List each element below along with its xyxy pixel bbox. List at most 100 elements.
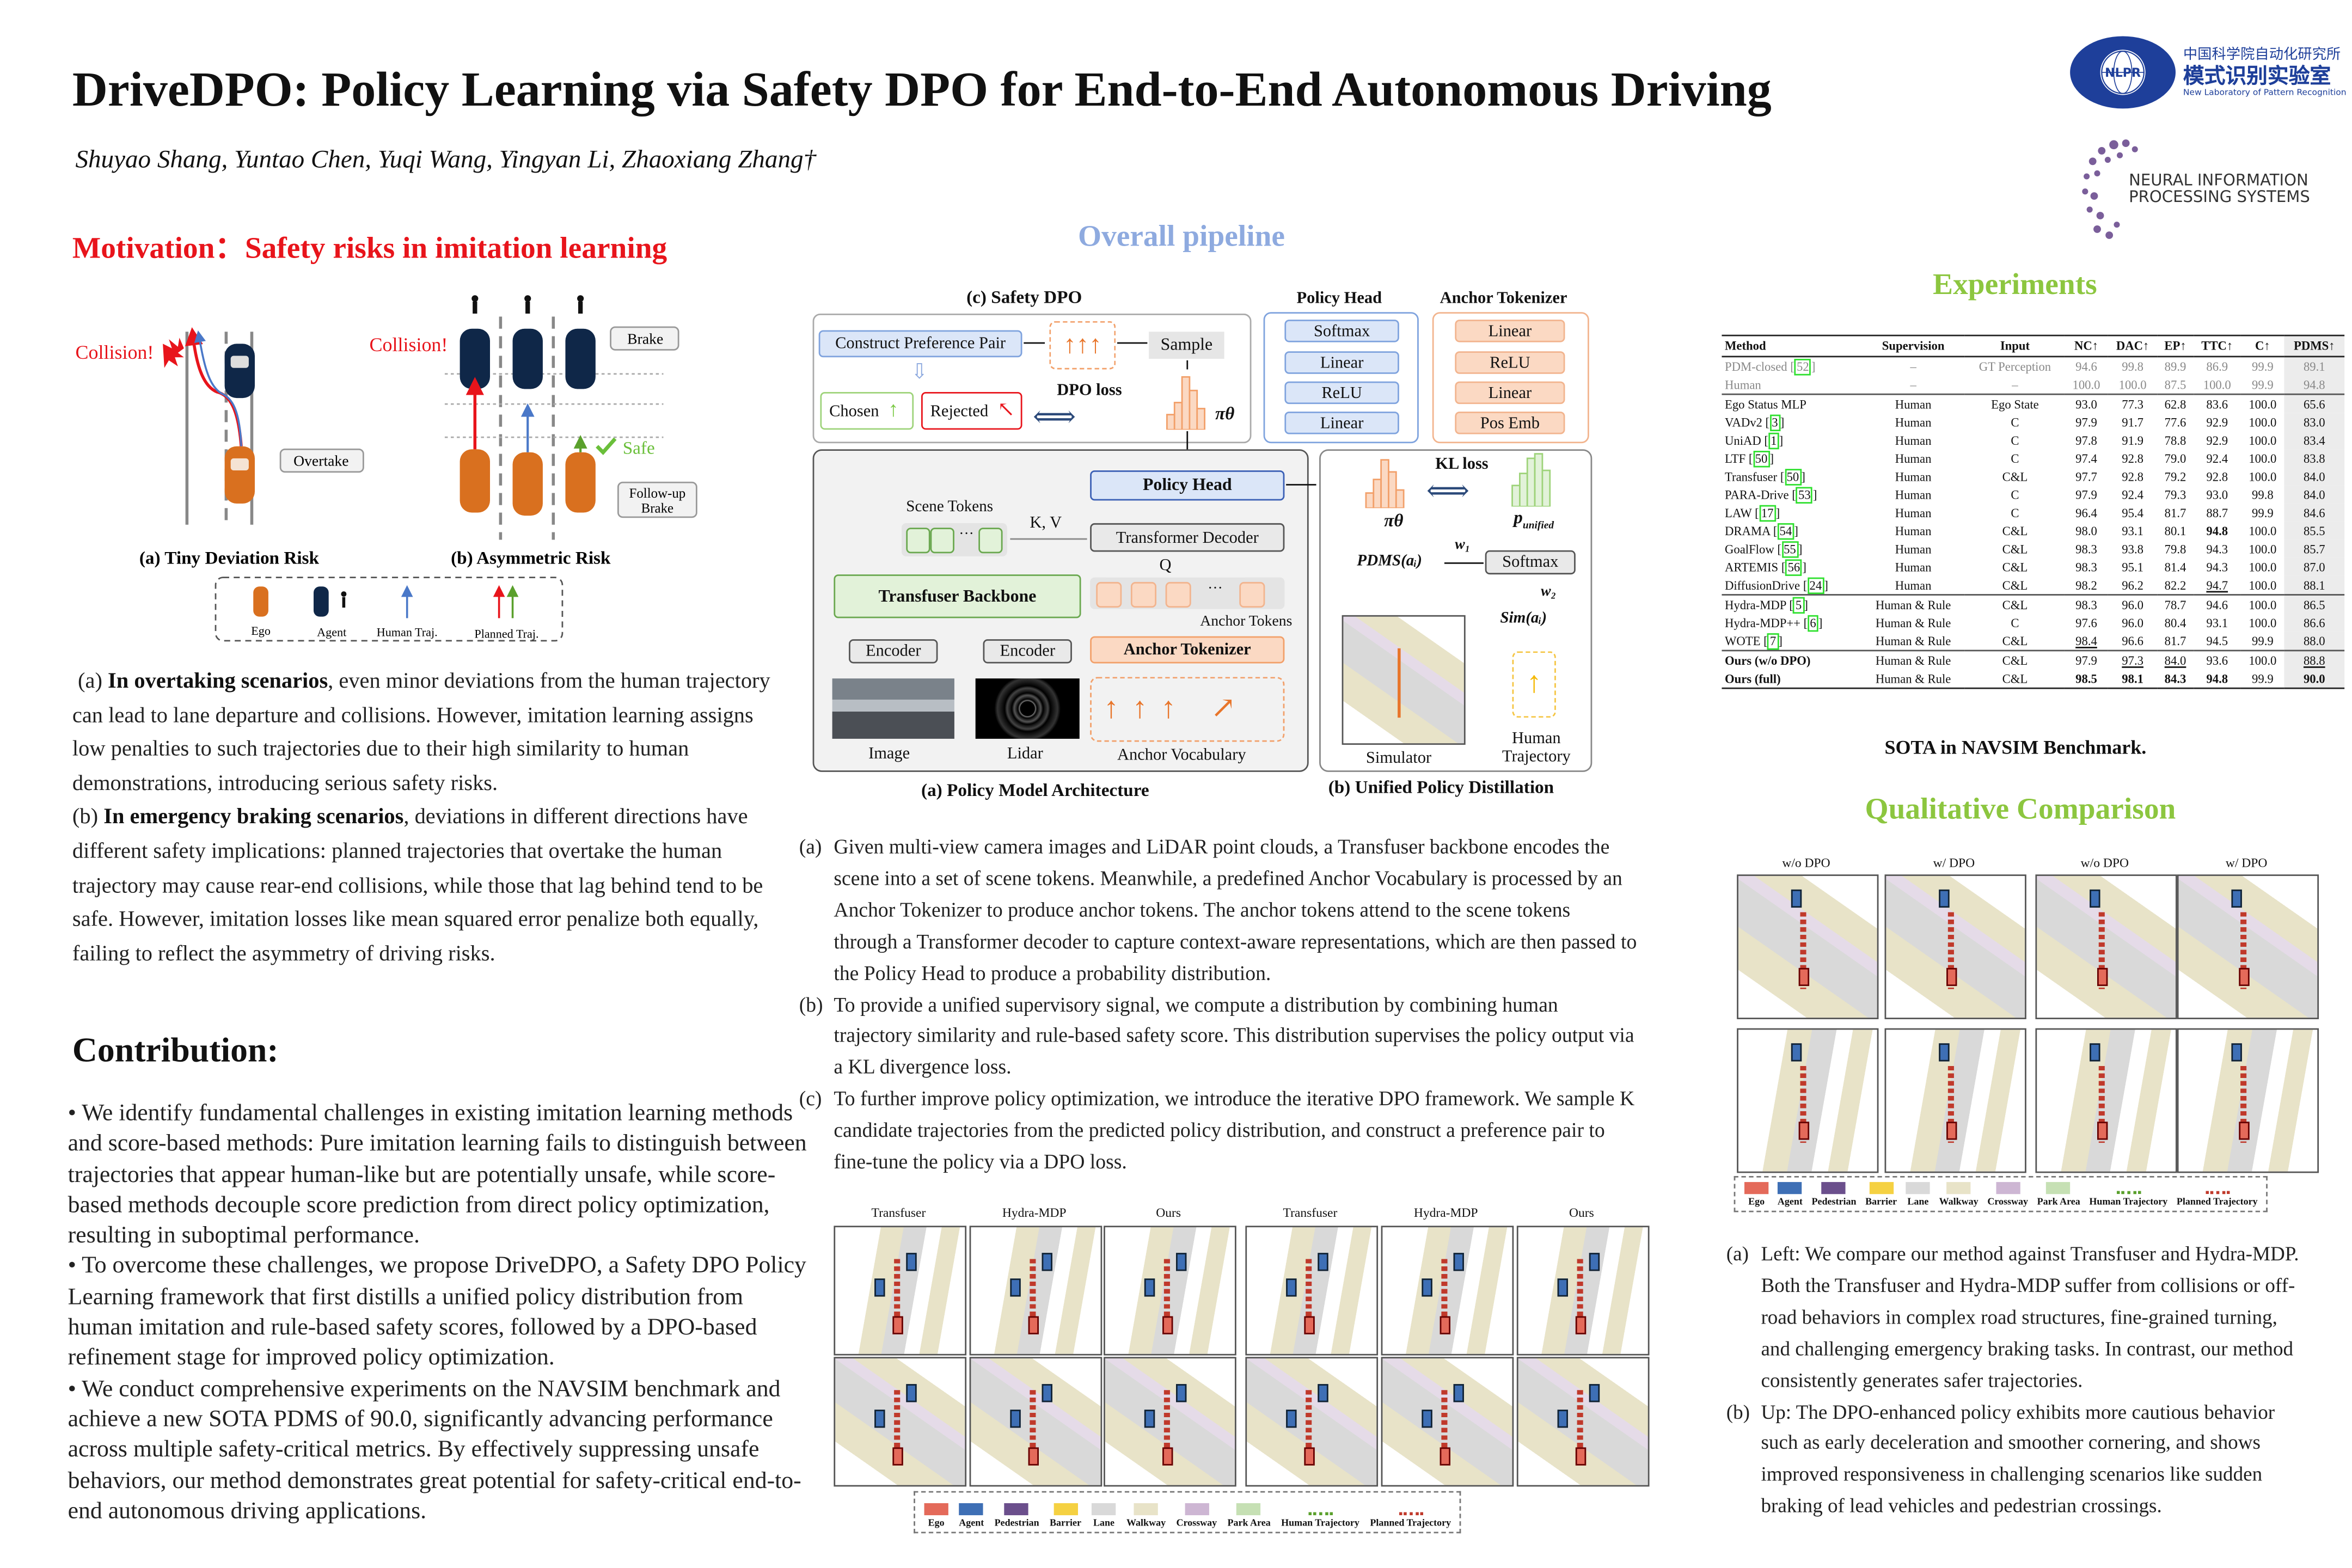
metric-cell: 97.9 — [2075, 487, 2097, 501]
caption-policy-model: (a) Policy Model Architecture — [921, 779, 1149, 801]
citation-link[interactable]: 55 — [1781, 540, 1798, 558]
metric-cell: 81.7 — [2164, 506, 2186, 519]
metric-cell: 79.0 — [2164, 451, 2186, 465]
citation-link[interactable]: 17 — [1759, 504, 1776, 521]
citation-link[interactable]: 50 — [1753, 450, 1770, 467]
citation-link[interactable]: 7 — [1767, 632, 1779, 650]
supervision-cell: Human — [1895, 415, 1932, 429]
bev-scene-image — [1884, 874, 2026, 1019]
qual-desc-item: (b)Up: The DPO-enhanced policy exhibits … — [1726, 1397, 2311, 1523]
metric-cell: 100.0 — [2249, 524, 2277, 538]
nlpr-logo: NLPR 中国科学院自动化研究所 模式识别实验室 New Laboratory … — [2068, 33, 2347, 112]
method-name: DiffusionDrive — [1724, 578, 1800, 592]
collision-label-a: Collision! — [75, 341, 154, 363]
legend-human-traj: Human Traj. — [377, 626, 438, 639]
citation-link[interactable]: 52 — [1794, 358, 1811, 375]
neurips-line2: PROCESSING SYSTEMS — [2129, 188, 2310, 207]
w2-label: w₂ — [1541, 583, 1557, 601]
metric-cell: 98.2 — [2075, 578, 2097, 592]
double-arrow-icon: ⟺ — [1032, 401, 1076, 434]
legend-item: Ego — [924, 1503, 948, 1529]
neurips-dots-icon — [2082, 139, 2138, 239]
metric-cell: 91.9 — [2122, 433, 2143, 448]
legend-swatch — [1822, 1182, 1846, 1195]
metric-cell: 96.0 — [2108, 594, 2158, 614]
poster-title: DriveDPO: Policy Learning via Safety DPO… — [72, 63, 1772, 118]
metric-cell: 80.1 — [2164, 524, 2186, 538]
metric-cell: 99.9 — [2252, 359, 2274, 373]
agent-cars — [460, 328, 596, 389]
anchor-tokenizer-layer: Pos Emb — [1455, 411, 1565, 434]
metric-cell: 83.6 — [2193, 393, 2241, 413]
method-name: Hydra-MDP++ — [1724, 616, 1800, 630]
metric-cell: 92.8 — [2122, 451, 2143, 465]
metric-cell: 100.0 — [2203, 377, 2231, 391]
anchor-vocabulary-label: Anchor Vocabulary — [1117, 746, 1246, 764]
metric-cell: 62.8 — [2157, 393, 2194, 413]
neurips-text: NEURAL INFORMATION PROCESSING SYSTEMS — [2129, 173, 2310, 206]
kl-loss-label: KL loss — [1435, 455, 1489, 474]
legend-label: Agent — [959, 1518, 984, 1529]
bev-scene-image — [2177, 874, 2319, 1019]
distillation-panel — [1319, 449, 1592, 772]
citation-link[interactable]: 3 — [1769, 414, 1780, 431]
citation-link[interactable]: 24 — [1807, 577, 1824, 593]
citation-link[interactable]: 6 — [1808, 614, 1818, 631]
column-header: Input — [1965, 334, 2065, 358]
citation-link[interactable]: 54 — [1777, 522, 1794, 539]
arrow-line — [1010, 538, 1087, 540]
legend-item: Agent — [1778, 1182, 1803, 1208]
citation-link[interactable]: 1 — [1768, 432, 1779, 449]
policy-head-layer: Linear — [1284, 411, 1399, 434]
desc-label: (c) — [799, 1087, 822, 1110]
method-name: LAW — [1724, 506, 1752, 519]
legend-item: Walkway — [1126, 1503, 1166, 1529]
legend-agent: Agent — [317, 626, 347, 639]
supervision-cell: Human — [1895, 524, 1932, 538]
legend-swatch — [2205, 1185, 2230, 1195]
method-cell: PARA-Drive [53] — [1722, 486, 1861, 504]
legend-item: Agent — [959, 1503, 984, 1529]
lidar-encoder-box: Encoder — [983, 639, 1072, 664]
supervision-cell: Human — [1895, 542, 1932, 556]
metric-cell: 86.5 — [2284, 594, 2345, 614]
citation-link[interactable]: 50 — [1784, 468, 1802, 485]
citation-link[interactable]: 53 — [1796, 486, 1813, 503]
metric-cell: 78.8 — [2164, 433, 2186, 448]
para-a-bold: In overtaking scenarios — [108, 669, 328, 694]
supervision-cell: Human — [1895, 487, 1932, 501]
nlpr-cn-line2: 模式识别实验室 — [2183, 65, 2331, 89]
input-cell: Ego State — [1965, 393, 2065, 413]
comparison-label: Ours — [1569, 1204, 1594, 1220]
citation-link[interactable]: 5 — [1793, 596, 1804, 613]
anchor-tokenizer-layer: ReLU — [1455, 351, 1565, 374]
method-name: Transfuser — [1724, 469, 1778, 483]
experiments-heading: Experiments — [1933, 268, 2097, 302]
column-header: Method — [1722, 334, 1861, 358]
metric-cell: 85.5 — [2284, 522, 2345, 540]
method-name: Ego Status MLP — [1724, 397, 1806, 411]
transformer-decoder-box: Transformer Decoder — [1090, 523, 1285, 552]
citation-link[interactable]: 56 — [1785, 558, 1803, 575]
q-label: Q — [1159, 556, 1172, 575]
metric-cell: 100.0 — [2249, 415, 2277, 429]
method-name: Human — [1724, 377, 1761, 391]
caption-unified-distillation: (b) Unified Policy Distillation — [1328, 776, 1554, 798]
bev-scene-image — [1381, 1226, 1514, 1356]
motivation-para-a: (a) In overtaking scenarios, even minor … — [72, 665, 778, 801]
metric-cell: 93.8 — [2122, 542, 2143, 556]
column-header: DAC↑ — [2108, 334, 2158, 358]
qualitative-description: (a)Left: We compare our method against T… — [1726, 1239, 2311, 1523]
sample-box: Sample — [1149, 332, 1224, 359]
nlpr-cn-line1: 中国科学院自动化研究所 — [2183, 46, 2341, 64]
brake-callout — [610, 326, 679, 351]
legend-label: Ego — [928, 1518, 945, 1529]
legend-swatch — [1869, 1182, 1894, 1195]
legend-swatch — [1004, 1503, 1029, 1516]
legend-item: Park Area — [1228, 1503, 1271, 1529]
pedestrian-icons — [471, 295, 584, 314]
